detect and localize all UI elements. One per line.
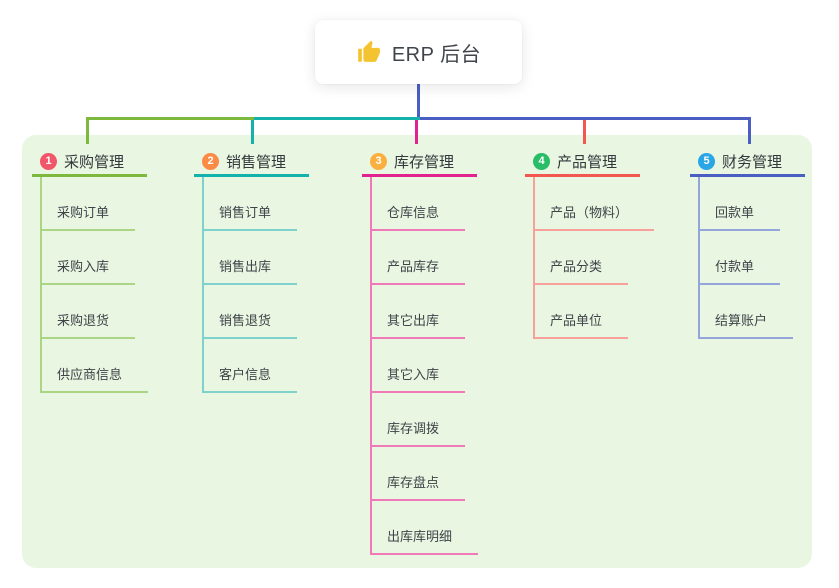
branch-number-badge: 2 — [202, 153, 219, 170]
branch-title-sales[interactable]: 2 销售管理 — [194, 149, 309, 177]
branch-children-product: 产品（物料）产品分类产品单位 — [533, 177, 655, 339]
child-node[interactable]: 采购入库 — [42, 231, 136, 285]
child-node[interactable]: 供应商信息 — [42, 339, 149, 393]
child-node[interactable]: 其它出库 — [372, 285, 466, 339]
root-node[interactable]: ERP 后台 — [315, 20, 522, 84]
child-node[interactable]: 销售订单 — [204, 177, 298, 231]
child-node[interactable]: 付款单 — [700, 231, 781, 285]
branch-number-badge: 5 — [698, 153, 715, 170]
child-node[interactable]: 仓库信息 — [372, 177, 466, 231]
branch-title-label: 采购管理 — [64, 154, 125, 171]
branch-number-badge: 1 — [40, 153, 57, 170]
child-node[interactable]: 客户信息 — [204, 339, 298, 393]
branch-title-finance[interactable]: 5 财务管理 — [690, 149, 805, 177]
child-node[interactable]: 回款单 — [700, 177, 781, 231]
branch-sales: 2 销售管理 销售订单销售出库销售退货客户信息 — [194, 149, 309, 393]
child-node[interactable]: 库存盘点 — [372, 447, 466, 501]
branch-children-inventory: 仓库信息产品库存其它出库其它入库库存调拨库存盘点出库库明细 — [370, 177, 479, 555]
branch-title-label: 财务管理 — [722, 154, 783, 171]
child-node[interactable]: 销售出库 — [204, 231, 298, 285]
child-node[interactable]: 结算账户 — [700, 285, 794, 339]
child-node[interactable]: 库存调拨 — [372, 393, 466, 447]
branch-inventory: 3 库存管理 仓库信息产品库存其它出库其它入库库存调拨库存盘点出库库明细 — [362, 149, 479, 555]
child-node[interactable]: 出库库明细 — [372, 501, 479, 555]
child-node[interactable]: 采购退货 — [42, 285, 136, 339]
branch-number-badge: 3 — [370, 153, 387, 170]
branches-panel — [22, 135, 812, 568]
branch-title-label: 销售管理 — [226, 154, 287, 171]
branch-children-procurement: 采购订单采购入库采购退货供应商信息 — [40, 177, 149, 393]
child-node[interactable]: 产品（物料） — [535, 177, 655, 231]
child-node[interactable]: 产品库存 — [372, 231, 466, 285]
child-node[interactable]: 采购订单 — [42, 177, 136, 231]
root-title: ERP 后台 — [391, 43, 482, 66]
branch-procurement: 1 采购管理 采购订单采购入库采购退货供应商信息 — [32, 149, 149, 393]
branch-finance: 5 财务管理 回款单付款单结算账户 — [690, 149, 805, 339]
child-node[interactable]: 产品分类 — [535, 231, 629, 285]
branch-title-inventory[interactable]: 3 库存管理 — [362, 149, 477, 177]
child-node[interactable]: 销售退货 — [204, 285, 298, 339]
branch-title-product[interactable]: 4 产品管理 — [525, 149, 640, 177]
branch-product: 4 产品管理 产品（物料）产品分类产品单位 — [525, 149, 655, 339]
branch-number-badge: 4 — [533, 153, 550, 170]
child-node[interactable]: 其它入库 — [372, 339, 466, 393]
branch-title-label: 库存管理 — [394, 154, 455, 171]
thumbs-up-icon — [356, 39, 382, 65]
branch-title-label: 产品管理 — [557, 154, 618, 171]
branch-children-sales: 销售订单销售出库销售退货客户信息 — [202, 177, 298, 393]
child-node[interactable]: 产品单位 — [535, 285, 629, 339]
branch-title-procurement[interactable]: 1 采购管理 — [32, 149, 147, 177]
branch-children-finance: 回款单付款单结算账户 — [698, 177, 794, 339]
